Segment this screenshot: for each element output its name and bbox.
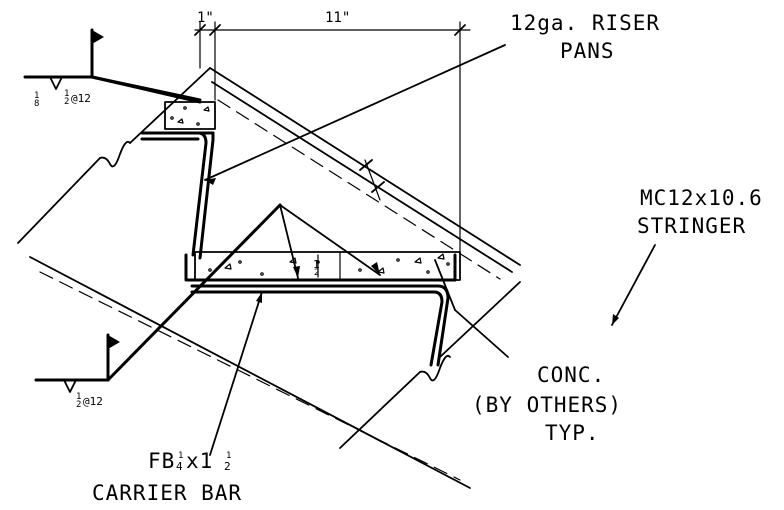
- weld-top-size: 1: [34, 91, 39, 101]
- weld-bottom-pitch: @12: [83, 395, 103, 408]
- weld-bottom-spec-sub: 2: [76, 400, 81, 410]
- weld-top-spec-sub: 2: [64, 97, 69, 107]
- leader-conc-2: [434, 259, 456, 311]
- leader-stringer: [611, 244, 656, 326]
- weld-bottom-spec: 1: [76, 392, 81, 402]
- dim-tick-1: [194, 24, 206, 36]
- lower-tread: [190, 251, 461, 367]
- field-weld-flag-icon: [92, 30, 104, 44]
- dim-tick-2: [209, 24, 221, 36]
- riser-pans-label-line1: 12ga. RISER: [510, 11, 660, 35]
- weld-leader-bottom: [106, 203, 282, 382]
- weld-top-size-sub: 8: [34, 99, 39, 109]
- arrowhead-icon: [371, 262, 380, 275]
- dim-nosing-label: 1": [197, 10, 214, 26]
- stringer-centerline-lower: [39, 271, 461, 481]
- carrier-bar-frac-num: 1: [178, 451, 183, 461]
- upper-concrete-fill: [164, 101, 216, 130]
- dim-tick-3: [454, 24, 466, 36]
- weld-leader-top-2: [90, 75, 202, 102]
- stringer-end-lower: [17, 157, 101, 244]
- stringer-label-line2: STRINGER: [637, 214, 746, 238]
- stringer-centerline-upper: [217, 99, 501, 280]
- dim-stringer-depth: [364, 159, 381, 201]
- weld-top-spec: 1: [64, 89, 69, 99]
- carrier-bar-frac-den-2: 2: [224, 460, 231, 473]
- dimensions: [194, 21, 471, 278]
- weld-symbol-top: [23, 28, 202, 104]
- weld-arrow-1: [279, 204, 299, 279]
- carrier-bar-label-line2: CARRIER BAR: [92, 481, 242, 505]
- riser-pan-left-edge: [191, 131, 208, 257]
- lower-carrier-bar: [190, 284, 450, 367]
- stringer-end-upper: [129, 67, 211, 144]
- leader-riser-pans: [204, 44, 506, 181]
- upper-concrete-hatch: [170, 106, 210, 126]
- text-leaders: [204, 44, 656, 456]
- weld-arrows: [279, 204, 381, 279]
- carrier-bar-label-x: x1: [186, 449, 213, 473]
- conc-label-line3: TYP.: [545, 421, 600, 445]
- lower-concrete-hatch: [208, 253, 450, 276]
- dim-conc-depth-frac: 2: [314, 268, 319, 278]
- leader-carrier-bar: [209, 291, 263, 456]
- arrowhead-icon: [293, 266, 300, 278]
- carrier-bar-label-fb: FB: [148, 449, 175, 473]
- conc-label-line1: CONC.: [537, 363, 605, 387]
- dim-stringer-tick-1: [359, 159, 373, 171]
- fillet-weld-icon: [63, 379, 77, 393]
- lower-concrete-fill: [194, 251, 461, 281]
- arrowhead-icon: [612, 314, 619, 325]
- fillet-weld-icon: [49, 76, 63, 90]
- stringer-lower-edge: [29, 256, 471, 489]
- carrier-bar-frac-den: 4: [176, 460, 183, 473]
- arrowhead-icon: [205, 178, 216, 185]
- field-weld-flag-icon: [108, 335, 120, 349]
- stringer-end-right-lower: [339, 371, 421, 449]
- dim-tread-label: 11": [325, 10, 350, 26]
- leader-conc: [454, 309, 509, 358]
- weld-top-pitch: @12: [71, 92, 91, 105]
- dim-stringer-tick-2: [371, 181, 385, 193]
- carrier-bar-frac-num-2: 1: [226, 451, 231, 461]
- riser-pans-label-line2: PANS: [560, 39, 615, 63]
- dim-conc-depth-label: 1: [313, 258, 320, 271]
- break-mark-left: [99, 140, 131, 168]
- break-mark-right: [419, 354, 451, 382]
- stringer-top-flange: [211, 81, 513, 273]
- weld-arrow-2: [279, 204, 381, 276]
- stringer-channel: [17, 67, 521, 489]
- lower-carrier-bar-2: [190, 290, 444, 367]
- arrowhead-icon: [256, 292, 262, 303]
- conc-label-line2: (BY OTHERS): [472, 393, 622, 417]
- riser-pan-right-edge: [198, 131, 215, 260]
- stringer-end-right-upper: [439, 281, 521, 358]
- weld-symbol-bottom: [34, 203, 282, 393]
- stringer-label-line1: MC12x10.6: [640, 186, 763, 210]
